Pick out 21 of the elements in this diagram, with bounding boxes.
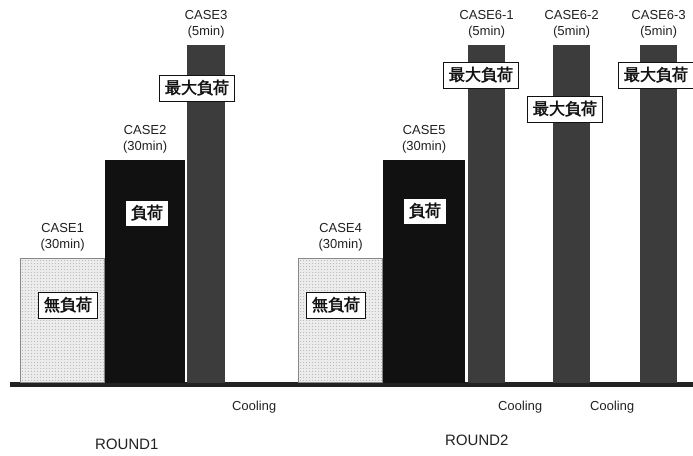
load-label: 最大負荷 [159, 75, 235, 102]
cooling-label: Cooling [498, 398, 542, 413]
load-label: 最大負荷 [443, 62, 519, 89]
case-label: CASE6-2 (5min) [543, 7, 600, 39]
load-label: 負荷 [125, 200, 169, 227]
case-label: CASE6-3 (5min) [630, 7, 687, 39]
load-label: 最大負荷 [618, 62, 693, 89]
round-label: ROUND1 [95, 436, 158, 453]
case-label: CASE5 (30min) [400, 122, 448, 154]
load-label: 無負荷 [306, 292, 366, 319]
cooling-label: Cooling [590, 398, 634, 413]
case-label: CASE1 (30min) [39, 220, 86, 252]
round-label: ROUND2 [445, 432, 508, 449]
load-label: 最大負荷 [527, 96, 603, 123]
case-label: CASE4 (30min) [317, 220, 364, 252]
cooling-label: Cooling [232, 398, 276, 413]
load-label: 負荷 [403, 198, 447, 225]
case-label: CASE3 (5min) [184, 7, 228, 39]
case-label: CASE2 (30min) [122, 122, 168, 154]
case-label: CASE6-1 (5min) [458, 7, 515, 39]
load-label: 無負荷 [38, 292, 98, 319]
